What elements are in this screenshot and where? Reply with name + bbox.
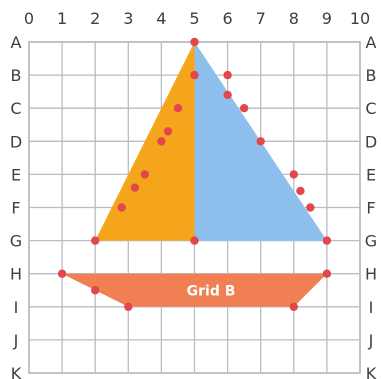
x-axis-tick-label: 0 (24, 9, 34, 28)
x-axis-tick-label: 7 (256, 9, 266, 28)
y-axis-tick-label-left: B (11, 66, 22, 85)
y-axis-tick-label-left: H (10, 265, 22, 284)
x-axis-tick-label: 5 (189, 9, 199, 28)
y-axis-tick-label-right: D (365, 132, 377, 151)
vertex-point (140, 170, 150, 179)
y-axis-tick-label-left: E (11, 165, 21, 184)
y-axis-tick-label-right: K (366, 364, 377, 379)
vertex-point (223, 90, 232, 100)
grid-label: Grid B (187, 283, 236, 299)
x-axis-tick-label: 1 (57, 9, 67, 28)
x-axis-labels-top: 0 1 2 3 4 5 6 7 8 9 10 (24, 9, 370, 28)
vertex-point (190, 37, 199, 47)
y-axis-tick-label-right: C (365, 99, 376, 118)
x-axis-tick-label: 2 (90, 9, 100, 28)
right-sail (194, 42, 327, 241)
vertex-point (163, 127, 173, 136)
y-axis-tick-label-left: F (11, 199, 20, 218)
y-axis-tick-label-right: F (366, 199, 375, 218)
vertex-point (322, 269, 332, 278)
vertex-point (173, 104, 183, 113)
x-axis-tick-label: 6 (223, 9, 233, 28)
vertex-point (306, 203, 315, 212)
vertex-point (296, 186, 305, 196)
x-axis-tick-label: 4 (156, 9, 166, 28)
y-axis-tick-label-right: H (365, 265, 377, 284)
vertex-point (322, 236, 332, 245)
y-axis-tick-label-left: G (10, 232, 22, 251)
vertex-point (117, 203, 126, 212)
vertex-point (124, 302, 133, 311)
vertex-point (130, 183, 140, 192)
y-axis-tick-label-right: A (366, 33, 377, 52)
vertex-point (289, 302, 298, 311)
y-axis-tick-label-right: G (365, 232, 377, 251)
x-axis-tick-label: 9 (322, 9, 332, 28)
y-axis-tick-label-left: C (10, 99, 21, 118)
vertex-point (157, 137, 166, 146)
y-axis-tick-label-right: I (369, 298, 374, 317)
vertex-point (57, 269, 67, 278)
vertex-point (289, 170, 298, 179)
y-axis-tick-label-left: I (14, 298, 19, 317)
vertex-point (91, 236, 100, 245)
vertex-point (91, 286, 100, 295)
x-axis-tick-label: 8 (289, 9, 299, 28)
y-axis-tick-label-right: J (368, 331, 374, 350)
y-axis-tick-label-left: A (11, 33, 22, 52)
vertex-point (239, 104, 249, 113)
x-axis-tick-label: 10 (350, 9, 370, 28)
y-axis-tick-label-right: B (366, 66, 377, 85)
vertex-point (256, 137, 265, 146)
vertex-point (223, 70, 232, 80)
vertex-point (190, 70, 199, 80)
vertex-points (57, 37, 332, 311)
left-sail (95, 42, 195, 241)
x-axis-tick-label: 3 (123, 9, 133, 28)
boat-hull (62, 273, 327, 307)
y-axis-tick-label-left: J (13, 331, 19, 350)
y-axis-tick-label-left: K (11, 364, 22, 379)
y-axis-tick-label-left: D (10, 132, 22, 151)
y-axis-tick-label-right: E (366, 165, 376, 184)
vertex-point (190, 236, 199, 245)
